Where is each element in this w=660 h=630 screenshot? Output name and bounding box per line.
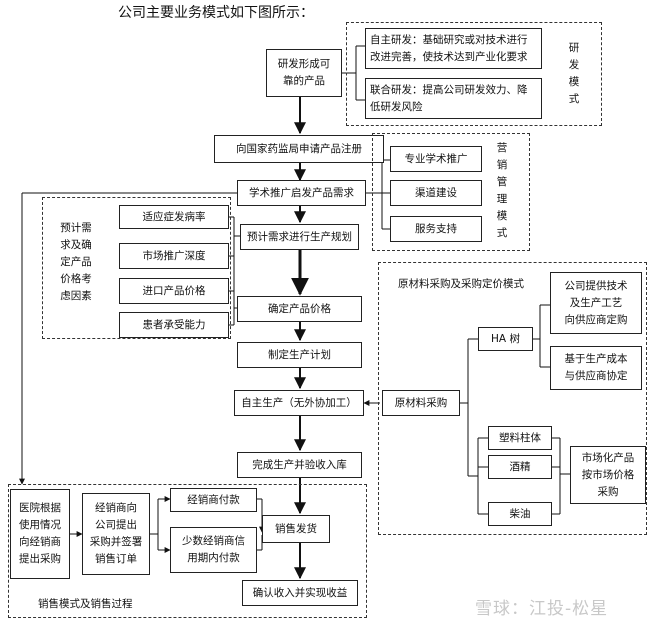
rd-independent-box: 自主研发：基础研究或对技术进行 改进完善，使技术达到产业化要求 <box>365 28 542 69</box>
sales-mode-frame <box>8 484 367 618</box>
rd-mode-label: 研发模式 <box>568 42 580 105</box>
factor-incidence: 适应症发病率 <box>119 205 229 229</box>
distributor-payment-box: 经销商付款 <box>170 488 257 512</box>
watermark: 雪球：江投-松星 <box>475 599 609 619</box>
factor-promotion-depth: 市场推广深度 <box>119 243 229 269</box>
price-box: 确定产品价格 <box>237 296 362 322</box>
sales-shipping-box: 销售发货 <box>262 515 330 543</box>
sales-mode-label: 销售模式及销售过程 <box>38 598 133 610</box>
ha-option-supplier-order: 公司提供技术 及生产工艺 向供应商定购 <box>550 272 642 334</box>
distributor-order-box: 经销商向 公司提出 采购并签署 销售订单 <box>82 493 150 575</box>
material-diesel: 柴油 <box>488 502 552 526</box>
marketing-mode-label: 营销管理模式 <box>496 142 508 239</box>
stock-in-box: 完成生产并验收入库 <box>237 452 362 478</box>
marketing-item-service: 服务支持 <box>390 216 482 242</box>
pricing-factors-label: 预计需 求及确 定产品 价格考 虑因素 <box>60 222 92 302</box>
plan-box: 制定生产计划 <box>237 342 362 368</box>
hospital-order-box: 医院根据 使用情况 向经销商 提出采购 <box>10 489 70 579</box>
marketing-item-academic: 专业学术推广 <box>390 146 482 172</box>
revenue-recognition-box: 确认收入并实现收益 <box>242 580 358 606</box>
produce-box: 自主生产（无外协加工） <box>234 390 364 416</box>
rd-joint-box: 联合研发：提高公司研发效力、降 低研发风险 <box>365 78 542 119</box>
page-title: 公司主要业务模式如下图所示： <box>118 5 314 21</box>
raw-material-box: 原材料采购 <box>382 390 460 416</box>
material-alcohol: 酒精 <box>488 455 552 479</box>
credit-payment-box: 少数经销商信 用期内付款 <box>170 527 257 573</box>
marketing-mode-frame <box>372 133 530 251</box>
ha-resin-box: HA 树 <box>478 327 533 351</box>
factor-import-price: 进口产品价格 <box>119 278 229 304</box>
register-box: 向国家药监局申请产品注册 <box>214 135 384 163</box>
market-price-box: 市场化产品 按市场价格 采购 <box>570 446 646 504</box>
factor-affordability: 患者承受能力 <box>119 312 229 338</box>
ha-option-cost-agreement: 基于生产成本 与供应商协定 <box>550 346 642 390</box>
purchase-mode-title: 原材料采购及采购定价模式 <box>398 278 524 290</box>
marketing-item-channel: 渠道建设 <box>390 180 482 206</box>
pricing-factors-frame <box>42 197 231 339</box>
material-plastic-column: 塑料柱体 <box>488 426 552 450</box>
forecast-box: 预计需求进行生产规划 <box>240 224 359 250</box>
promotion-box: 学术推广启发产品需求 <box>237 180 366 206</box>
rd-product-box: 研发形成可 靠的产品 <box>266 49 342 97</box>
rd-mode-frame <box>346 22 602 126</box>
purchase-mode-frame <box>378 262 647 535</box>
